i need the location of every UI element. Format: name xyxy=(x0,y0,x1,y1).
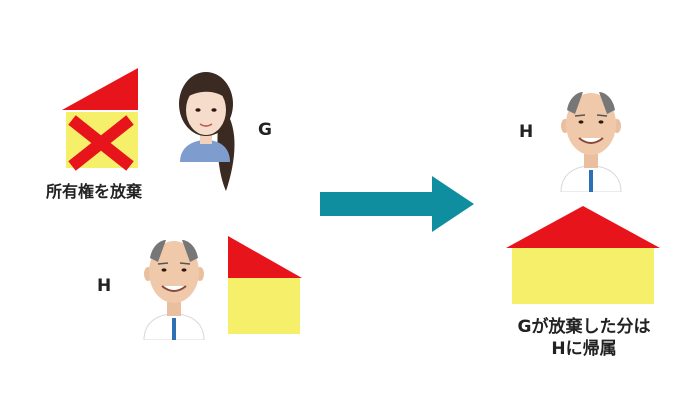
person-h-label-left: H xyxy=(97,276,112,296)
owned-house-icon xyxy=(228,236,302,334)
person-g-avatar xyxy=(179,72,235,191)
person-g-label: G xyxy=(258,120,272,140)
result-caption-line2: Hに帰属 xyxy=(551,339,617,359)
abandon-ownership-caption: 所有権を放棄 xyxy=(46,182,143,201)
result-caption-line1: Gが放棄した分は xyxy=(517,317,651,337)
abandoned-house-icon xyxy=(62,68,138,171)
transfer-arrow-icon xyxy=(320,176,474,232)
person-h-avatar-left xyxy=(143,240,205,340)
person-h-label-right: H xyxy=(519,122,534,142)
cross-mark-icon xyxy=(68,115,134,171)
person-h-avatar-right xyxy=(560,92,622,192)
combined-house-icon xyxy=(506,206,660,304)
